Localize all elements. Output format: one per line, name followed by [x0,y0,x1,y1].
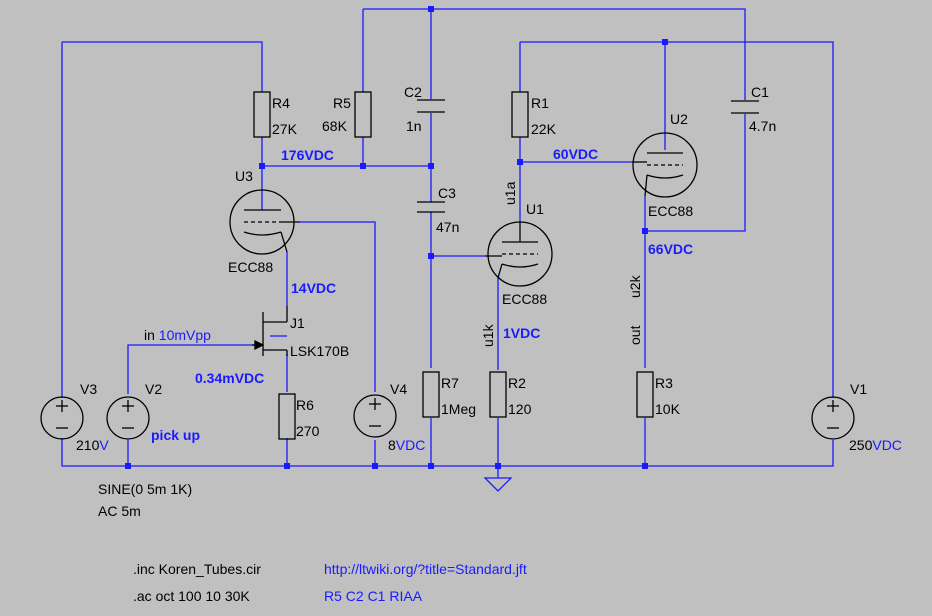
net-in: in 10mVpp [144,327,211,343]
v3-name: V3 [80,381,97,397]
v4-value-number: 8 [388,437,396,453]
u3-model: ECC88 [228,259,273,275]
r7-name: R7 [441,375,459,391]
j1-name: J1 [290,315,305,331]
net-in-amplitude: 10mVpp [159,327,211,343]
spice-text: SINE(0 5m 1K) AC 5m .inc Koren_Tubes.cir… [98,481,527,604]
source-v4[interactable] [353,394,397,438]
component-labels: R4 27K R5 68K C2 1n R1 22K U2 ECC88 C1 4… [76,84,902,453]
capacitor-c3[interactable] [417,201,445,213]
v2-name: V2 [145,381,162,397]
resistor-r2[interactable] [489,371,507,418]
v2-spec-line2: AC 5m [98,503,141,519]
net-u2k: u2k [627,274,643,298]
net-034mvdc: 0.34mVDC [195,370,264,386]
r5-value: 68K [322,118,348,134]
net-out: out [627,325,643,345]
c2-value: 1n [406,118,422,134]
capacitor-c2[interactable] [417,99,445,113]
v1-value-unit: VDC [872,437,902,453]
v2-spec-line1: SINE(0 5m 1K) [98,481,192,497]
net-u1a: u1a [502,181,518,205]
v3-value-number: 210 [76,437,100,453]
r2-name: R2 [508,375,526,391]
ground-icon [483,477,513,492]
r4-name: R4 [272,95,290,111]
r3-name: R3 [655,375,673,391]
source-v1[interactable] [811,396,855,440]
v4-value-unit: VDC [396,437,426,453]
v1-name: V1 [850,381,867,397]
c1-value: 4.7n [749,118,776,134]
comment-link[interactable]: http://ltwiki.org/?title=Standard.jft [324,561,527,577]
net-1vdc: 1VDC [503,325,540,341]
r6-value: 270 [296,423,320,439]
v1-value-number: 250 [849,437,873,453]
jfet-j1[interactable] [252,306,288,356]
directive-inc[interactable]: .inc Koren_Tubes.cir [133,561,261,577]
u2-model: ECC88 [648,203,693,219]
resistor-r3[interactable] [636,371,654,418]
v4-name: V4 [390,381,407,397]
r1-name: R1 [531,95,549,111]
tube-u3[interactable] [229,189,300,255]
net-60vdc: 60VDC [553,146,598,162]
tube-u2[interactable] [632,132,698,198]
comment-riaa[interactable]: R5 C2 C1 RIAA [324,588,423,604]
u3-name: U3 [235,168,253,184]
r7-value: 1Meg [441,401,476,417]
wires [61,8,834,478]
v2-label: pick up [151,427,200,443]
resistor-r6[interactable] [278,393,296,440]
r2-value: 120 [508,401,532,417]
r5-name: R5 [333,95,351,111]
u1-name: U1 [526,201,544,217]
net-176vdc: 176VDC [281,147,334,163]
v1-value: 250VDC [849,437,902,453]
resistor-r5[interactable] [354,91,372,138]
c1-name: C1 [751,84,769,100]
net-14vdc: 14VDC [291,280,336,296]
directive-ac[interactable]: .ac oct 100 10 30K [133,588,250,604]
resistor-r1[interactable] [511,91,529,138]
net-66vdc: 66VDC [648,241,693,257]
resistor-r7[interactable] [422,371,440,418]
net-u1k: u1k [480,323,496,347]
junctions [125,6,668,469]
r1-value: 22K [531,121,557,137]
resistor-r4[interactable] [253,91,271,138]
source-v3[interactable] [40,396,84,440]
r6-name: R6 [296,397,314,413]
u1-model: ECC88 [502,291,547,307]
tube-u1[interactable] [485,221,553,287]
v4-value: 8VDC [388,437,425,453]
v3-value: 210V [76,437,109,453]
source-v2[interactable] [106,396,150,440]
net-labels: 176VDC 60VDC 66VDC 14VDC 1VDC 0.34mVDC i… [144,146,693,386]
r3-value: 10K [655,401,681,417]
c2-name: C2 [404,84,422,100]
j1-model: LSK170B [290,343,349,359]
net-in-prefix: in [144,327,155,343]
u2-name: U2 [670,111,688,127]
c3-value: 47n [436,219,459,235]
c3-name: C3 [438,185,456,201]
v3-value-unit: V [99,437,109,453]
capacitor-c1[interactable] [731,100,759,114]
r4-value: 27K [272,121,298,137]
